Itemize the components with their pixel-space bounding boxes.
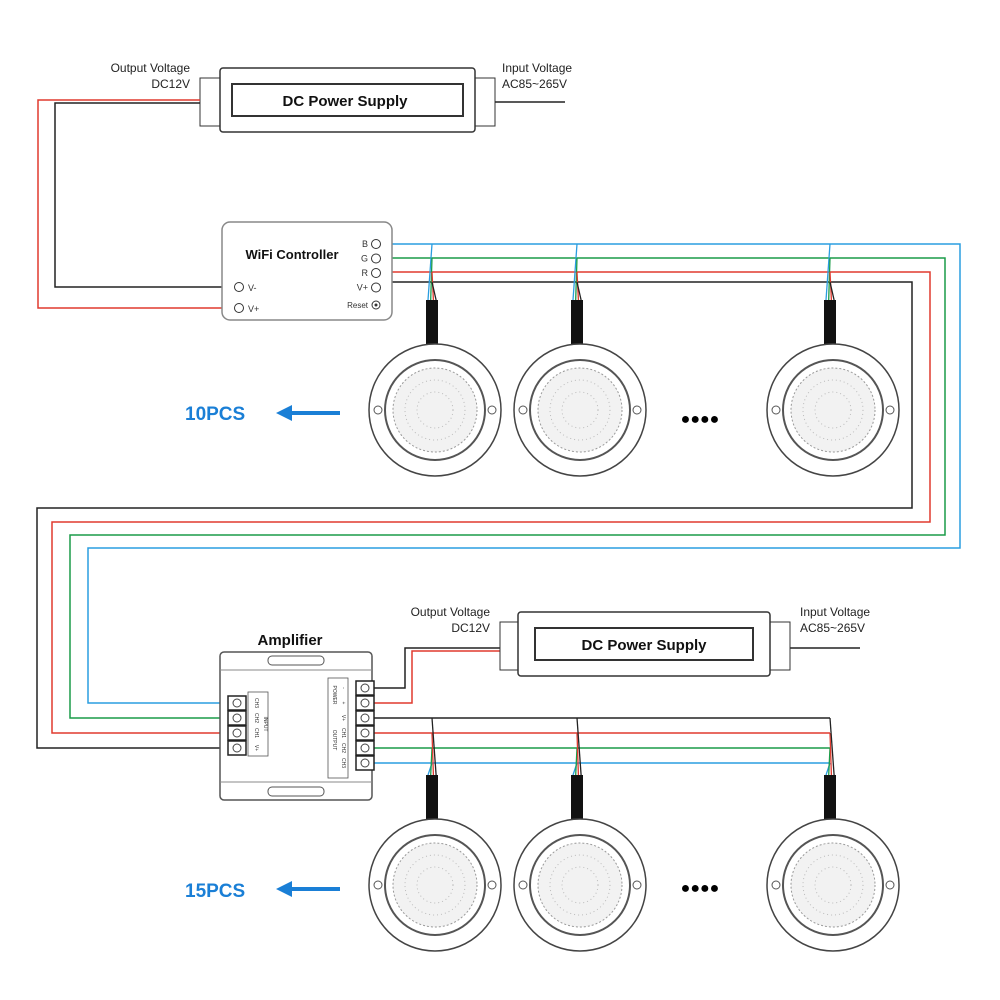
- light-cable: [824, 300, 836, 345]
- v-minus-label: V-: [248, 283, 257, 293]
- terminal-label: OUTPUT: [331, 730, 337, 751]
- terminal-label: CH1: [340, 728, 346, 738]
- light-taps: [426, 243, 836, 820]
- output-terminal: [355, 710, 375, 726]
- pool-light: [513, 343, 647, 477]
- terminal-label: POWER: [331, 686, 337, 705]
- reset-label: Reset: [347, 301, 369, 310]
- port-G: [371, 253, 381, 264]
- terminal-label: CH2: [253, 713, 259, 723]
- input-voltage-label: Input Voltage: [502, 61, 572, 75]
- wifi-controller: WiFi Controller BGR V+ Reset V- V+: [221, 221, 393, 321]
- input-terminal: [227, 695, 247, 711]
- terminal-label: CH1: [253, 728, 259, 738]
- terminal-label: CH3: [253, 698, 259, 708]
- output-terminal: [355, 740, 375, 756]
- output-voltage-value: DC12V: [151, 77, 190, 91]
- top-psu-wires: [37, 99, 565, 309]
- port-label: G: [361, 254, 368, 264]
- port-B: [371, 239, 381, 249]
- terminal-label: -: [340, 687, 346, 689]
- v-plus-port: [234, 303, 244, 313]
- output-terminal: [355, 725, 375, 741]
- arrow-icon: [276, 405, 340, 421]
- pool-light: [513, 818, 647, 952]
- amplifier-title: Amplifier: [257, 632, 322, 649]
- light-cable: [571, 300, 583, 345]
- input-voltage-value: AC85~265V: [800, 621, 865, 635]
- port-label: V+: [357, 283, 368, 293]
- top-count: 10PCS: [185, 404, 245, 425]
- output-voltage-value: DC12V: [451, 621, 490, 635]
- pool-light: [368, 343, 502, 477]
- pool-light: [766, 343, 900, 477]
- signal-wires: [36, 243, 961, 764]
- top-ellipsis: ●●●●: [681, 411, 720, 428]
- output-terminal: [355, 695, 375, 711]
- input-terminal: [227, 740, 247, 756]
- controller-title: WiFi Controller: [245, 247, 338, 262]
- light-cable: [426, 300, 438, 345]
- v-minus-port: [234, 282, 244, 292]
- input-terminal: [227, 725, 247, 741]
- light-cable: [571, 775, 583, 820]
- input-voltage-value: AC85~265V: [502, 77, 567, 91]
- light-cable: [824, 775, 836, 820]
- psu-label: DC Power Supply: [282, 93, 408, 110]
- port-V+: [371, 282, 381, 293]
- pool-light: [766, 818, 900, 952]
- pool-light: [368, 818, 502, 952]
- input-voltage-label: Input Voltage: [800, 605, 870, 619]
- port-label: R: [362, 268, 369, 278]
- port-R: [371, 268, 381, 278]
- arrow-icon: [276, 881, 340, 897]
- terminal-label: V+: [340, 715, 346, 721]
- terminal-label: +: [340, 702, 346, 705]
- terminal-label: V+: [253, 745, 259, 751]
- psu-label: DC Power Supply: [581, 637, 707, 654]
- terminal-label: INPUT: [262, 717, 268, 732]
- terminal-label: CH2: [340, 743, 346, 753]
- output-terminal: [355, 755, 375, 771]
- top-dc-power-supply: DC Power Supply: [199, 67, 496, 133]
- light-cable: [426, 775, 438, 820]
- terminal-label: CH3: [340, 758, 346, 768]
- bottom-count: 15PCS: [185, 881, 245, 902]
- v-plus-label: V+: [248, 304, 259, 314]
- output-voltage-label: Output Voltage: [411, 605, 491, 619]
- output-voltage-label: Output Voltage: [111, 61, 191, 75]
- bottom-ellipsis: ●●●●: [681, 880, 720, 897]
- port-label: B: [362, 239, 368, 249]
- input-terminal: [227, 710, 247, 726]
- output-terminal: [355, 680, 375, 696]
- bottom-dc-power-supply: DC Power Supply: [499, 611, 791, 677]
